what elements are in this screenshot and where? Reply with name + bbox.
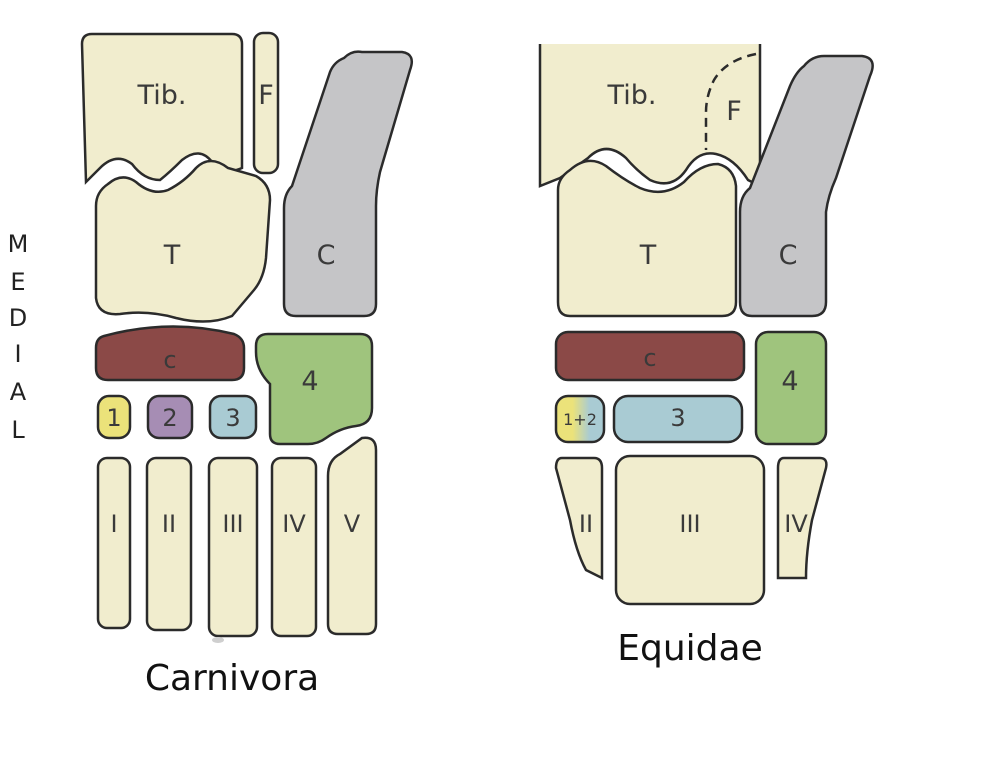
equidae-third-tarsal [612,394,744,444]
carnivora-metatarsal-i-label: I [110,510,117,538]
carnivora-second-tarsal [146,394,194,440]
medial-label: M E D I A L [8,230,29,444]
medial-letter: L [11,416,25,444]
carnivora-tibia-label: Tib. [137,80,187,111]
carnivora-sesamoid [212,637,224,643]
carnivora-metatarsal-iii [207,456,259,638]
equidae-metatarsal-iv-label: IV [784,510,808,538]
equidae-calcaneus [738,54,874,318]
equidae-third-tarsal-label: 3 [670,404,685,432]
carnivora-fibula [252,31,280,175]
carnivora-talus [94,159,272,323]
equidae-labels: Tib. F T C c 4 1+2 3 II III IV [563,80,808,538]
medial-letter: M [8,230,29,258]
equidae-first-second-tarsal [554,394,606,444]
carnivora-metatarsal-ii-label: II [162,510,176,538]
carnivora-talus-label: T [163,240,181,271]
equidae-tibia-outline [538,44,762,189]
carnivora-metatarsal-v [326,436,378,636]
equidae-fourth-tarsal-label: 4 [781,366,798,397]
carnivora-metatarsal-iv-label: IV [282,510,306,538]
carnivora-first-tarsal [96,394,132,440]
equidae-tibia [540,44,760,186]
carnivora-tibia [80,32,244,185]
equidae-metatarsal-iii-label: III [679,510,700,538]
equidae-metatarsal-iv [776,456,828,580]
carnivora-metatarsal-i [96,456,132,630]
equidae-fibula-label: F [726,96,742,127]
equidae-first-second-tarsal-label: 1+2 [563,410,597,429]
equidae-talus-label: T [639,240,657,271]
medial-letter: I [14,340,21,368]
carnivora-calcaneus-label: C [317,240,336,271]
equidae-talus [556,159,738,318]
carnivora-second-tarsal-label: 2 [162,404,177,432]
equidae-fibula [704,52,757,150]
carnivora-fibula-label: F [258,80,274,111]
equidae-metatarsal-ii [554,456,604,581]
carnivora-third-tarsal-label: 3 [225,404,240,432]
carnivora-first-tarsal-label: 1 [106,404,121,432]
carnivora-metatarsal-v-label: V [344,510,361,538]
medial-letter: D [9,304,27,332]
equidae-diagram [538,44,874,606]
equidae-fourth-tarsal [754,330,828,446]
carnivora-labels: Tib. F T C c 4 1 2 3 I II III IV V [106,80,360,538]
equidae-metatarsal-ii-label: II [579,510,593,538]
carnivora-calcaneus [282,50,413,318]
equidae-central-tarsal-label: c [643,344,656,372]
carnivora-third-tarsal [208,394,258,440]
equidae-caption: Equidae [617,628,762,669]
equidae-metatarsal-iii [614,454,766,606]
carnivora-diagram [80,31,413,638]
carnivora-fourth-tarsal-label: 4 [301,366,318,397]
medial-letter: A [10,378,27,406]
carnivora-metatarsal-ii [145,456,193,632]
carnivora-central-tarsal [94,325,246,382]
carnivora-central-tarsal-label: c [163,346,176,374]
equidae-tibia-label: Tib. [607,80,657,111]
equidae-central-tarsal [554,330,746,382]
carnivora-caption: Carnivora [145,658,319,699]
medial-letter: E [10,268,25,296]
carnivora-metatarsal-iii-label: III [222,510,243,538]
carnivora-fourth-tarsal [254,332,374,446]
equidae-calcaneus-label: C [779,240,798,271]
carnivora-metatarsal-iv [270,456,318,638]
